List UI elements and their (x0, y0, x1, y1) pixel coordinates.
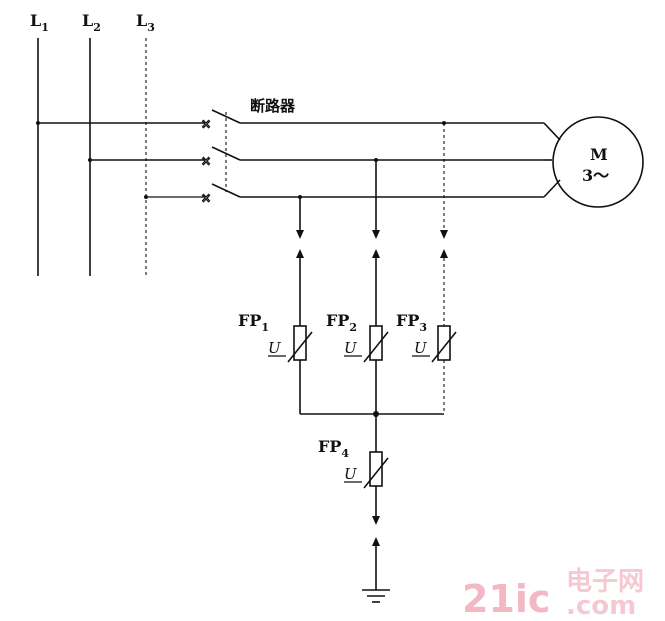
svg-text:×: × (201, 154, 211, 168)
motor-label-phase: 3～ (582, 166, 609, 185)
ground-icon (362, 589, 390, 603)
fp3-label: FP3 (396, 311, 427, 334)
label-l2: L2 (82, 11, 101, 34)
fp4-u-symbol: U (344, 465, 358, 483)
connector-3 (440, 230, 448, 258)
svg-text:×: × (201, 117, 211, 131)
connector-4 (372, 516, 380, 546)
fp1-label: FP1 (238, 311, 269, 334)
watermark-text-1: 电子网 (566, 567, 644, 597)
connector-1 (296, 230, 304, 258)
watermark: 21ic 电子网 .com (462, 567, 644, 621)
fp2-u-symbol: U (344, 339, 358, 357)
label-l3: L3 (136, 11, 155, 34)
fp4-label: FP4 (318, 437, 349, 460)
watermark-text-2: .com (566, 591, 636, 621)
watermark-logo: 21ic (462, 577, 550, 621)
fp2-label: FP2 (326, 311, 357, 334)
fp3-u-symbol: U (414, 339, 428, 357)
motor-symbol (552, 116, 644, 208)
label-l1: L1 (30, 11, 49, 34)
motor-label-m: M (590, 145, 608, 164)
connector-2 (372, 230, 380, 258)
circuit-breaker: × × × (200, 109, 241, 206)
svg-text:×: × (201, 191, 211, 205)
breaker-label: 断路器 (250, 97, 296, 115)
fp1-u-symbol: U (268, 339, 282, 357)
